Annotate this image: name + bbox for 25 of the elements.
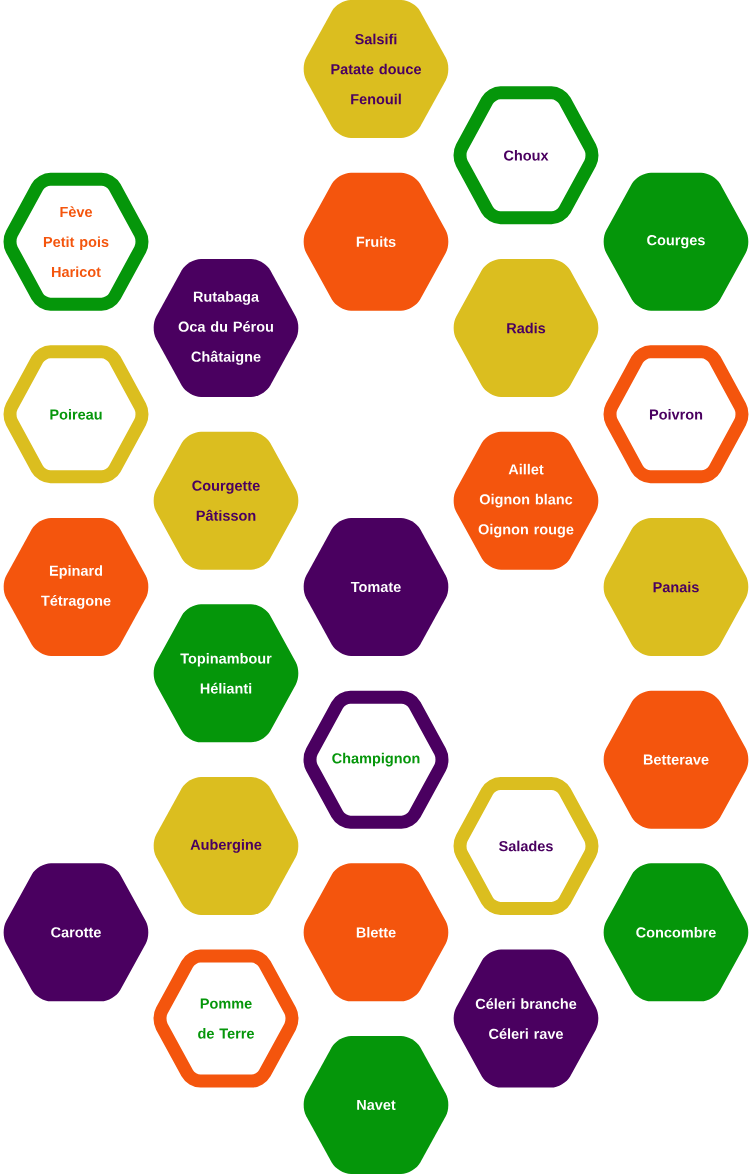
- hexagon: Carotte: [3, 863, 149, 1002]
- hexagon: Céleri branche Céleri rave: [453, 949, 599, 1088]
- hexagon: Panais: [603, 517, 749, 656]
- hexagon-outline: Pomme de Terre: [153, 949, 299, 1088]
- hexagon: Rutabaga Oca du Pérou Châtaigne: [153, 259, 299, 397]
- hexagon-outline: Fève Petit pois Haricot: [3, 172, 149, 311]
- hexagon: Tomate: [303, 517, 449, 656]
- hexagon-outline: Choux: [453, 86, 599, 225]
- hexagon: Fruits: [303, 172, 449, 311]
- hexagon-outline: Poivron: [603, 345, 749, 484]
- hexagon: Epinard Tétragone: [3, 517, 149, 656]
- hexagon: Aillet Oignon blanc Oignon rouge: [453, 431, 599, 570]
- hexagon: Courges: [603, 172, 749, 311]
- hexagon-outline: Salades: [453, 776, 599, 915]
- hexagon: Courgette Pâtisson: [153, 431, 299, 570]
- hexagon-outline: Poireau: [3, 345, 149, 484]
- hexagon: Betterave: [603, 690, 749, 829]
- hexagon: Radis: [453, 259, 599, 397]
- hexagon: Navet: [303, 1035, 449, 1174]
- hexagon: Aubergine: [153, 776, 299, 915]
- hexagon: Concombre: [603, 863, 749, 1002]
- hexagon: Salsifi Patate douce Fenouil: [303, 0, 449, 138]
- hexagon-outline: Champignon: [303, 690, 449, 829]
- hexagon: Topinambour Hélianti: [153, 604, 299, 743]
- hexagon: Blette: [303, 863, 449, 1002]
